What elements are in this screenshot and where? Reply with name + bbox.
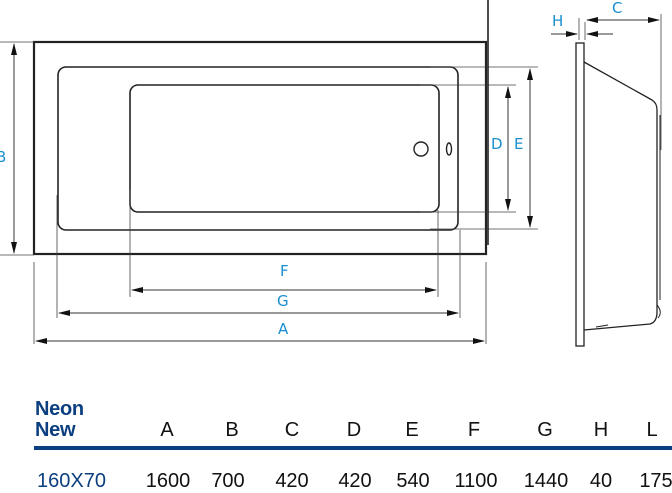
dim-label-h: H	[552, 12, 563, 30]
cell-d: 420	[338, 470, 372, 492]
drain-icon	[413, 141, 429, 157]
cell-b: 700	[211, 470, 245, 492]
dim-label-d: D	[491, 135, 503, 153]
side-rim	[575, 42, 585, 347]
column-header-l: L	[646, 419, 658, 441]
column-header-e: E	[405, 419, 419, 441]
column-header-f: F	[467, 419, 481, 441]
outer-rim	[32, 40, 488, 256]
dim-label-g: G	[277, 292, 289, 310]
column-header-c: C	[284, 419, 300, 441]
column-header-d: D	[346, 419, 362, 441]
cell-l: 175	[639, 470, 672, 492]
cell-f: 1100	[454, 470, 498, 492]
dim-label-b: B	[0, 148, 6, 166]
inner-rim	[57, 66, 459, 231]
basin	[129, 84, 440, 213]
cell-a: 1600	[145, 470, 191, 492]
cell-c: 420	[275, 470, 309, 492]
header-divider	[34, 446, 672, 450]
dim-label-c: C	[612, 0, 622, 17]
column-header-g: G	[537, 419, 553, 441]
extension-lines	[0, 14, 662, 344]
series-name-line1: Neon	[35, 398, 84, 420]
overflow-icon	[445, 142, 453, 156]
column-header-h: H	[593, 419, 609, 441]
top-view	[32, 40, 488, 256]
side-profile	[583, 61, 658, 331]
bathtub-technical-drawing: B A G F D E H C	[0, 0, 662, 347]
dim-label-a: A	[278, 320, 289, 338]
dim-label-f: F	[280, 262, 289, 280]
column-header-a: A	[160, 419, 174, 441]
dim-label-e: E	[514, 135, 523, 153]
cell-e: 540	[396, 470, 430, 492]
dimensions-table: Neon New A B C D E F G H L 160X70 1600 7…	[0, 390, 672, 492]
row-model-name: 160X70	[37, 470, 106, 492]
cell-g: 1440	[523, 470, 569, 492]
series-name-line2: New	[35, 419, 76, 441]
product-series-title: Neon New	[35, 399, 84, 441]
column-header-b: B	[225, 419, 239, 441]
side-view	[575, 42, 661, 347]
cell-h: 40	[589, 470, 613, 492]
